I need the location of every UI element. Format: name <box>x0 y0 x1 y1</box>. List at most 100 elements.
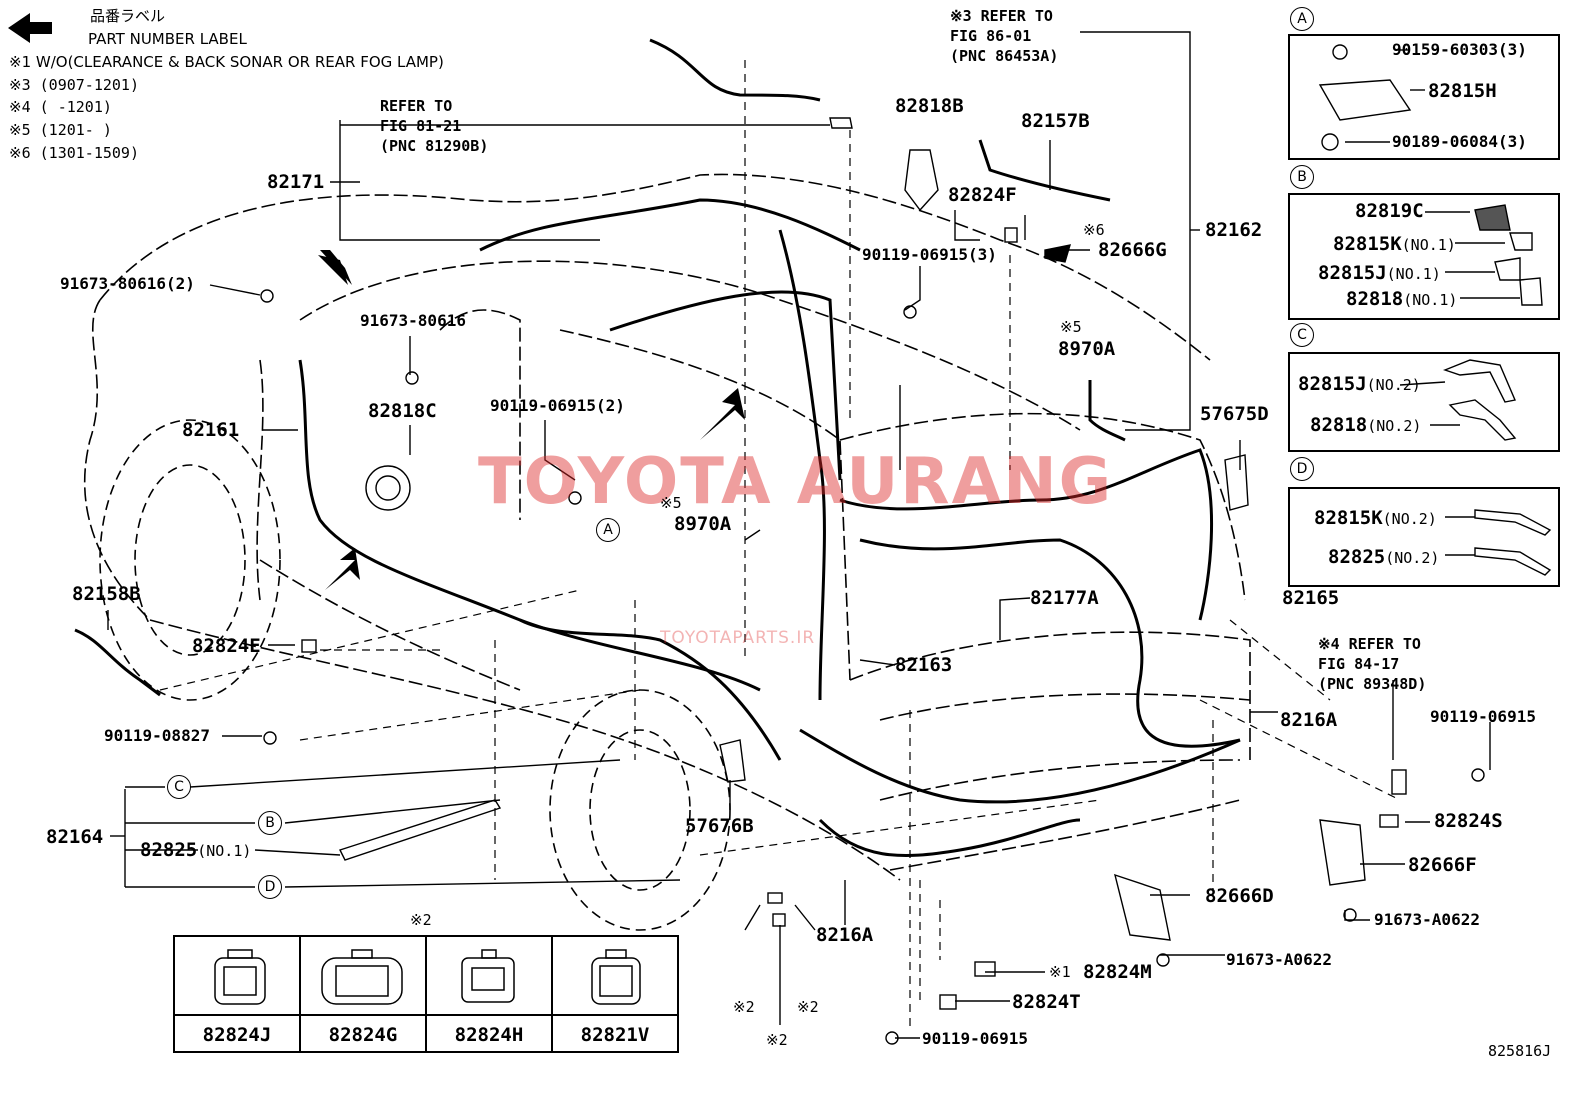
diagram-id: 825816J <box>1488 1042 1552 1060</box>
legend-note-3: ※3 (0907-1201) <box>9 76 139 94</box>
legend-note-4: ※4 ( -1201) <box>9 98 112 116</box>
part-label-91673-80616-2[interactable]: 91673-80616(2) <box>60 274 195 293</box>
part-number: 82818 <box>1310 414 1368 436</box>
part-label-82818C[interactable]: 82818C <box>368 400 437 422</box>
part-label-82163[interactable]: 82163 <box>895 654 953 676</box>
inset-b-line-2[interactable]: 82815K(NO.1) <box>1333 235 1456 254</box>
legend-note-5: ※5 (1201- ) <box>9 121 112 139</box>
part-suffix: (NO.1) <box>1401 236 1456 254</box>
part-number: 82825 <box>1328 546 1386 568</box>
part-number: 82815K <box>1333 233 1402 255</box>
watermark-subtext: TOYOTAPARTS.IR <box>660 628 816 648</box>
inset-c-line-2[interactable]: 82818(NO.2) <box>1310 416 1421 435</box>
part-label-90119-06915-bottom[interactable]: 90119-06915 <box>922 1029 1028 1048</box>
part-label-57675D[interactable]: 57675D <box>1200 403 1269 425</box>
inset-a <box>1288 34 1560 160</box>
inset-a-line-3[interactable]: 90189-06084(3) <box>1392 132 1527 151</box>
part-label-82165[interactable]: 82165 <box>1282 587 1340 609</box>
part-label-8970A-a[interactable]: 8970A <box>674 513 732 535</box>
part-label-82824E[interactable]: 82824E <box>192 635 261 657</box>
part-number: 82815K <box>1314 507 1383 529</box>
note5-a: ※5 <box>660 494 682 512</box>
note5-b: ※5 <box>1060 318 1082 336</box>
part-label-82824M[interactable]: 82824M <box>1083 961 1152 983</box>
inset-a-line-2[interactable]: 82815H <box>1428 80 1497 102</box>
part-label-82666F[interactable]: 82666F <box>1408 854 1477 876</box>
part-label-82824S[interactable]: 82824S <box>1434 810 1503 832</box>
connector-82821V-label[interactable]: 82821V <box>580 1024 650 1046</box>
part-label-82666G[interactable]: 82666G <box>1098 239 1167 261</box>
connector-82824J-label[interactable]: 82824J <box>202 1024 272 1046</box>
callout-c[interactable]: C <box>167 775 191 799</box>
part-label-57676B[interactable]: 57676B <box>685 815 754 837</box>
part-label-82824F[interactable]: 82824F <box>948 184 1017 206</box>
inset-d-line-1[interactable]: 82815K(NO.2) <box>1314 509 1437 528</box>
legend-note-1: ※1 W/O(CLEARANCE & BACK SONAR OR REAR FO… <box>9 53 444 71</box>
inset-a-line-1[interactable]: 90159-60303(3) <box>1392 40 1527 59</box>
callout-b[interactable]: B <box>258 811 282 835</box>
part-label-91673-A0622-b[interactable]: 91673-A0622 <box>1226 950 1332 969</box>
part-label-82171[interactable]: 82171 <box>267 171 325 193</box>
inset-d-line-2[interactable]: 82825(NO.2) <box>1328 548 1439 567</box>
inset-c-line-1[interactable]: 82815J(NO.2) <box>1298 375 1421 394</box>
part-label-82157B[interactable]: 82157B <box>1021 110 1090 132</box>
part-label-82162[interactable]: 82162 <box>1205 219 1263 241</box>
part-suffix: (NO.2) <box>1366 376 1421 394</box>
refer-fig-81-21: REFER TO FIG 81-21 (PNC 81290B) <box>380 97 489 155</box>
part-label-82825-no1[interactable]: 82825(NO.1) <box>140 841 251 860</box>
inset-d <box>1288 487 1560 587</box>
inset-d-letter: D <box>1290 457 1314 481</box>
callout-d[interactable]: D <box>258 875 282 899</box>
inset-b-letter: B <box>1290 165 1314 189</box>
legend-arrow-label-jp: 品番ラベル <box>90 7 166 25</box>
refer-fig-84-17: ※4 REFER TO FIG 84-17 (PNC 89348D) <box>1318 635 1427 693</box>
note1: ※1 <box>1049 963 1071 981</box>
note2-b: ※2 <box>797 998 819 1016</box>
part-suffix: (NO.2) <box>1385 549 1440 567</box>
part-suffix: (NO.1) <box>1403 291 1458 309</box>
part-label-90119-06915-3[interactable]: 90119-06915(3) <box>862 245 997 264</box>
connector-82824H-label[interactable]: 82824H <box>454 1024 524 1046</box>
connector-82824G-label[interactable]: 82824G <box>328 1024 398 1046</box>
part-label-91673-80616[interactable]: 91673-80616 <box>360 311 466 330</box>
legend-note-6: ※6 (1301-1509) <box>9 144 139 162</box>
part-number: 82819C <box>1355 200 1424 222</box>
watermark-text: TOYOTA AURANG <box>478 445 1114 519</box>
inset-b-line-4[interactable]: 82818(NO.1) <box>1346 290 1457 309</box>
part-label-82818B[interactable]: 82818B <box>895 95 964 117</box>
part-suffix: (NO.1) <box>1386 265 1441 283</box>
inset-c <box>1288 352 1560 452</box>
part-label-8216A-b[interactable]: 8216A <box>816 924 874 946</box>
part-suffix: (NO.2) <box>1382 510 1437 528</box>
part-suffix: (NO.2) <box>1367 417 1422 435</box>
part-label-8970A-b[interactable]: 8970A <box>1058 338 1116 360</box>
part-label-8216A-a[interactable]: 8216A <box>1280 709 1338 731</box>
part-label-90119-06915-right[interactable]: 90119-06915 <box>1430 707 1536 726</box>
part-suffix: (NO.1) <box>197 842 252 860</box>
note2-top: ※2 <box>410 911 432 929</box>
refer-fig-86-01: ※3 REFER TO FIG 86-01 (PNC 86453A) <box>950 7 1059 65</box>
part-label-82824T[interactable]: 82824T <box>1012 991 1081 1013</box>
inset-b-line-1[interactable]: 82819C <box>1355 202 1424 221</box>
note6: ※6 <box>1083 221 1105 239</box>
inset-b-line-3[interactable]: 82815J(NO.1) <box>1318 264 1441 283</box>
part-number: 82818 <box>1346 288 1404 310</box>
callout-a[interactable]: A <box>596 518 620 542</box>
inset-a-letter: A <box>1290 7 1314 31</box>
part-label-90119-08827[interactable]: 90119-08827 <box>104 726 210 745</box>
legend-arrow-label-en: PART NUMBER LABEL <box>88 30 247 48</box>
note2-a: ※2 <box>733 998 755 1016</box>
part-label-82164[interactable]: 82164 <box>46 826 104 848</box>
part-label-82158B[interactable]: 82158B <box>72 583 141 605</box>
inset-b <box>1288 193 1560 320</box>
part-number: 82815J <box>1318 262 1387 284</box>
part-label-90119-06915-2[interactable]: 90119-06915(2) <box>490 396 625 415</box>
part-label-82177A[interactable]: 82177A <box>1030 587 1099 609</box>
inset-c-letter: C <box>1290 323 1314 347</box>
part-label-82666D[interactable]: 82666D <box>1205 885 1274 907</box>
part-label-82161[interactable]: 82161 <box>182 419 240 441</box>
part-number: 82815J <box>1298 373 1367 395</box>
part-label-91673-A0622-a[interactable]: 91673-A0622 <box>1374 910 1480 929</box>
